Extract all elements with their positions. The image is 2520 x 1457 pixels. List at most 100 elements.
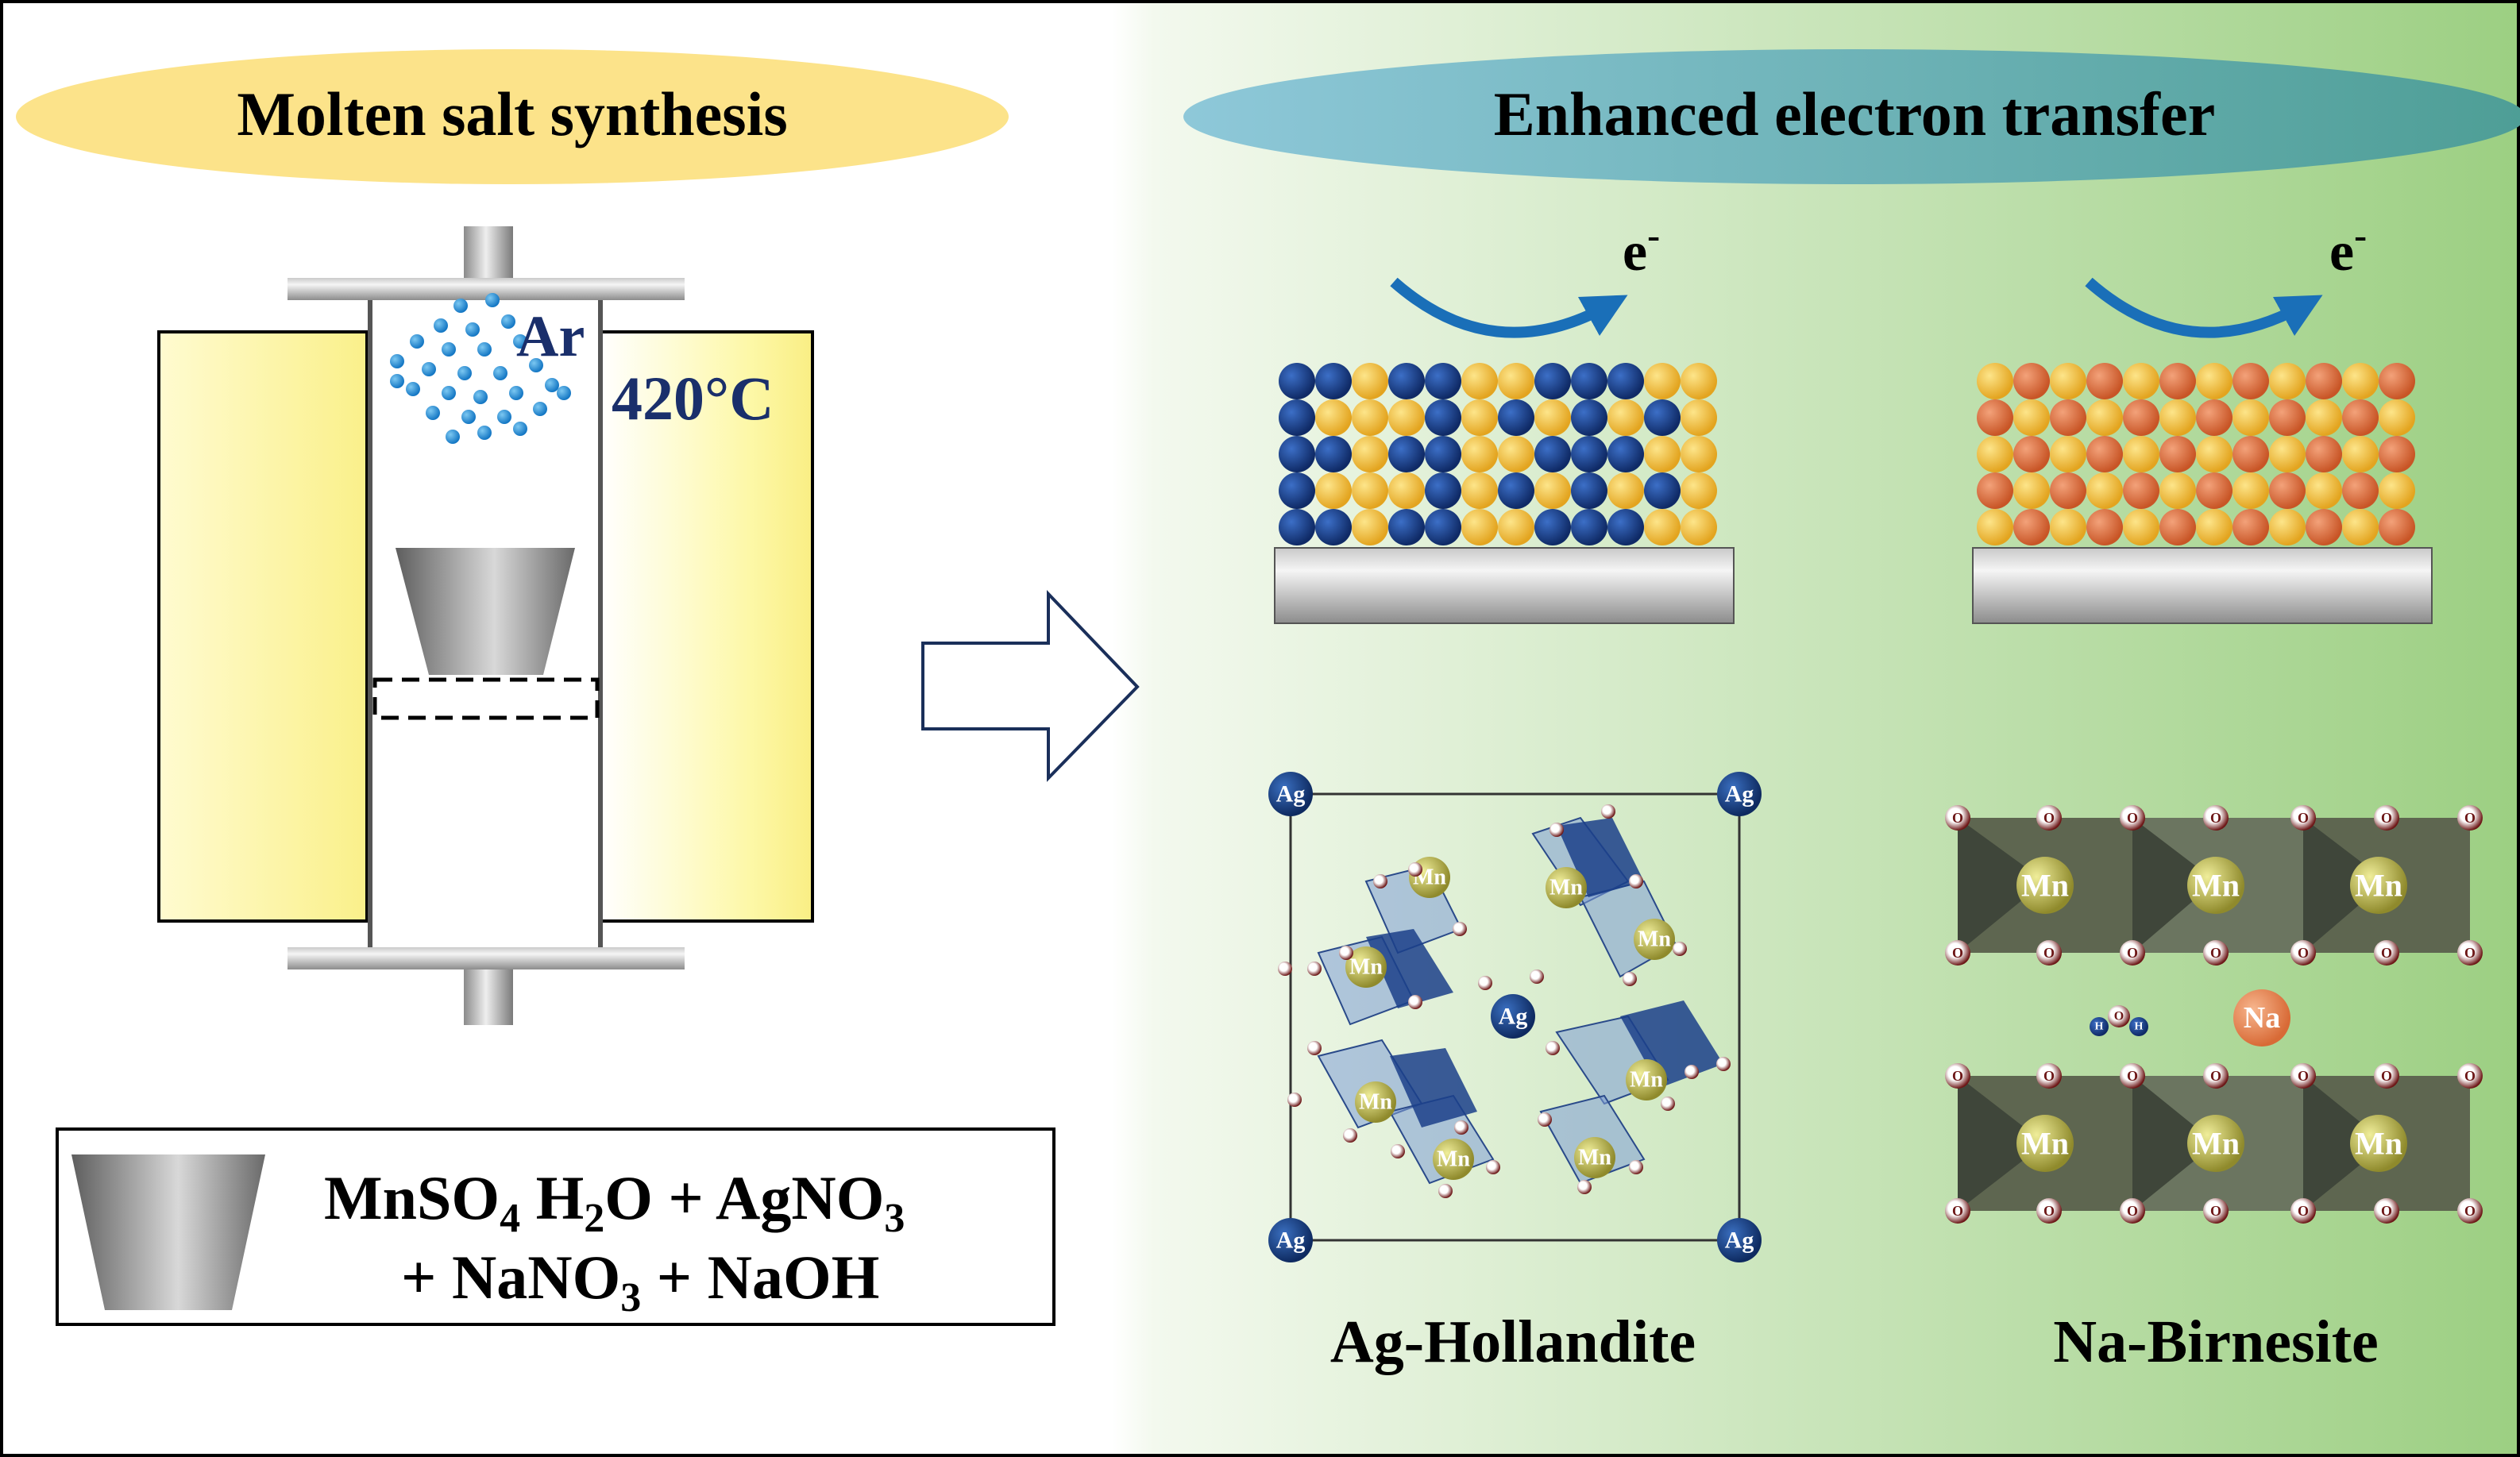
mn-atom-label: Mn xyxy=(2021,868,2069,904)
atom xyxy=(1315,509,1352,545)
o-atom xyxy=(1478,976,1492,990)
temperature-label: 420°C xyxy=(612,364,774,433)
atom xyxy=(1534,399,1571,436)
atom xyxy=(2306,363,2342,399)
mn-atom-label: Mn xyxy=(2021,1126,2069,1162)
o-atom xyxy=(2203,1198,2229,1224)
atom-layer-right xyxy=(1977,363,2415,545)
atom xyxy=(1534,472,1571,509)
o-atom xyxy=(2374,940,2399,966)
o-atom xyxy=(1486,1160,1500,1174)
o-atom xyxy=(2374,805,2399,831)
atom xyxy=(1352,472,1388,509)
o-atom xyxy=(1438,1184,1453,1198)
o-atom-label: O xyxy=(2127,810,2138,826)
o-atom xyxy=(2290,805,2316,831)
water-h-label: H xyxy=(2095,1021,2104,1033)
atom xyxy=(1607,472,1644,509)
atom xyxy=(2379,509,2415,545)
argon-atom xyxy=(457,366,472,380)
argon-atom xyxy=(477,342,492,357)
mn-atom-label: Mn xyxy=(2355,1126,2402,1162)
atom xyxy=(2232,399,2269,436)
na-atom-label: Na xyxy=(2244,1001,2280,1035)
atom xyxy=(2196,472,2232,509)
o-atom xyxy=(1408,995,1422,1009)
atom xyxy=(1352,363,1388,399)
atom xyxy=(1461,472,1498,509)
o-atom-label: O xyxy=(2210,1068,2221,1084)
ag-atom-label: Ag xyxy=(1276,1228,1306,1254)
atom xyxy=(2342,472,2379,509)
atom xyxy=(2123,363,2159,399)
atom xyxy=(2159,399,2196,436)
argon-atom xyxy=(529,358,543,372)
atom xyxy=(2342,399,2379,436)
argon-atom xyxy=(446,430,460,444)
crucible-holder-outline xyxy=(372,677,600,720)
o-atom xyxy=(1601,804,1615,819)
o-atom-label: O xyxy=(2464,810,2476,826)
atom xyxy=(1534,509,1571,545)
o-atom xyxy=(1945,940,1970,966)
o-atom xyxy=(1538,1112,1552,1127)
atom xyxy=(1977,363,2013,399)
argon-atom xyxy=(501,314,515,329)
o-atom xyxy=(2203,1063,2229,1089)
mn-atom-label: Mn xyxy=(1638,927,1671,952)
atom xyxy=(1425,436,1461,472)
o-atom xyxy=(2290,1063,2316,1089)
o-atom-label: O xyxy=(2298,945,2309,961)
mn-atom-label: Mn xyxy=(2192,868,2240,904)
atom xyxy=(1279,436,1315,472)
argon-atom xyxy=(390,354,404,368)
mn-atom-label: Mn xyxy=(1359,1090,1392,1115)
o-atom-label: O xyxy=(2464,1068,2476,1084)
reagents-line-1: MnSO4 H2O + AgNO3 xyxy=(324,1163,905,1241)
atom xyxy=(1977,436,2013,472)
argon-atom xyxy=(426,406,440,420)
o-atom xyxy=(1629,1160,1643,1174)
argon-atom xyxy=(493,366,507,380)
o-atom xyxy=(2457,940,2483,966)
o-atom-label: O xyxy=(2127,1068,2138,1084)
mn-atom xyxy=(2350,1115,2407,1172)
o-atom xyxy=(2374,1063,2399,1089)
mn-atom xyxy=(2016,1115,2074,1172)
ag-atom-label: Ag xyxy=(1725,781,1754,808)
atom xyxy=(1388,472,1425,509)
atom xyxy=(2013,472,2050,509)
argon-atom xyxy=(513,334,527,349)
atom xyxy=(1681,472,1717,509)
o-atom xyxy=(1530,969,1544,984)
atom xyxy=(2086,399,2123,436)
mn-atom-label: Mn xyxy=(2355,868,2402,904)
o-atom-label: O xyxy=(2043,1068,2055,1084)
water-h-atom xyxy=(2090,1017,2109,1036)
o-atom xyxy=(1307,1041,1322,1055)
hollandite-label: Ag-Hollandite xyxy=(1330,1309,1696,1375)
o-atom xyxy=(2457,805,2483,831)
atom xyxy=(2050,436,2086,472)
na-atom xyxy=(2233,989,2290,1046)
argon-atom xyxy=(533,402,547,416)
o-atom-label: O xyxy=(2210,1203,2221,1219)
atom xyxy=(2086,472,2123,509)
right-background xyxy=(1112,0,2520,1457)
mn-atom-label: Mn xyxy=(1578,1146,1611,1170)
atom xyxy=(2159,436,2196,472)
o-atom xyxy=(2203,940,2229,966)
o-atom xyxy=(2374,1198,2399,1224)
o-atom-label: O xyxy=(2210,810,2221,826)
atom xyxy=(1279,472,1315,509)
atom xyxy=(2269,436,2306,472)
atom xyxy=(1461,436,1498,472)
atom xyxy=(1607,509,1644,545)
atom xyxy=(2306,472,2342,509)
o-atom-label: O xyxy=(2298,1203,2309,1219)
atom xyxy=(1425,399,1461,436)
atom xyxy=(1644,363,1681,399)
